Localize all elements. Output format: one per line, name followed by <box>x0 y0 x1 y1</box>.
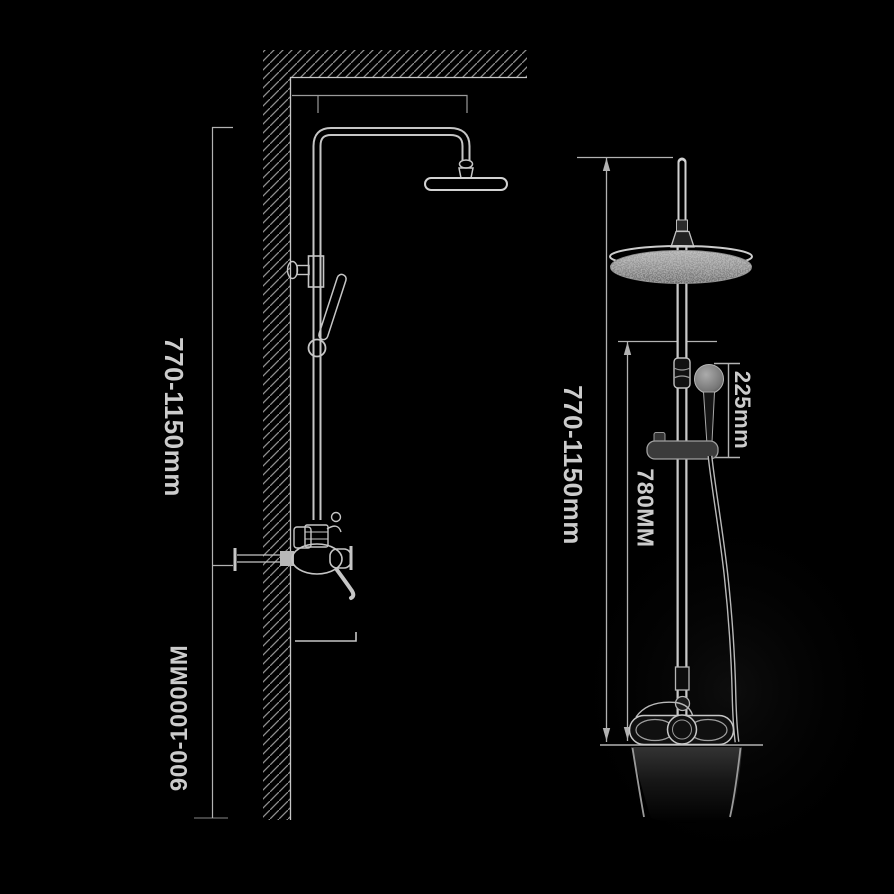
hand-shower-left <box>307 273 347 358</box>
wall-hatch-side <box>263 77 290 820</box>
mixer-valve-right <box>628 701 735 746</box>
rain-shower-head-right <box>609 245 753 284</box>
mixer-center-knob <box>666 714 698 745</box>
slider-clamp-right <box>673 357 691 389</box>
mixer-handle <box>335 568 356 600</box>
dimension-label-left-floor: 900-1000MM <box>166 644 193 792</box>
shower-hose-right <box>707 455 740 743</box>
slider-bracket-left <box>286 255 325 288</box>
dimension-right-column <box>618 340 717 741</box>
mixer-body <box>291 543 343 575</box>
left-installation-drawing <box>194 50 527 820</box>
dimension-label-left-height: 770-1150mm <box>159 337 189 497</box>
wall-hatch-ceiling <box>263 50 527 77</box>
hand-shower-holder-ring <box>307 338 327 358</box>
hand-shower-head <box>694 364 724 394</box>
shower-arm-connector-left <box>458 159 474 179</box>
mounting-leader-line <box>292 94 468 113</box>
vase-body-right <box>631 747 742 823</box>
wall-corner-line <box>289 76 527 820</box>
mixer-dome <box>635 701 694 718</box>
supply-pipe <box>237 554 281 563</box>
shelf-line <box>295 632 357 642</box>
right-product-drawing <box>560 156 894 880</box>
hand-shower-right <box>694 364 724 453</box>
background-glow <box>560 500 894 880</box>
holder-bar-right <box>646 432 719 460</box>
pipe-nut <box>676 219 688 232</box>
dimension-label-right-column: 780MM <box>632 468 659 548</box>
shower-pipe-left <box>312 127 471 520</box>
dimension-label-right-height: 770-1150mm <box>558 385 588 545</box>
hand-shower-wand <box>318 273 347 341</box>
dimension-right-height <box>577 156 673 742</box>
dimension-label-right-hand-shower: 225mm <box>730 370 755 450</box>
mixer-valve-left <box>233 511 356 600</box>
dimension-lines-left <box>194 126 233 819</box>
head-collar <box>670 230 695 248</box>
rain-shower-head-left <box>424 177 508 191</box>
shower-pipe-right <box>670 157 695 730</box>
supply-fitting <box>280 551 294 566</box>
